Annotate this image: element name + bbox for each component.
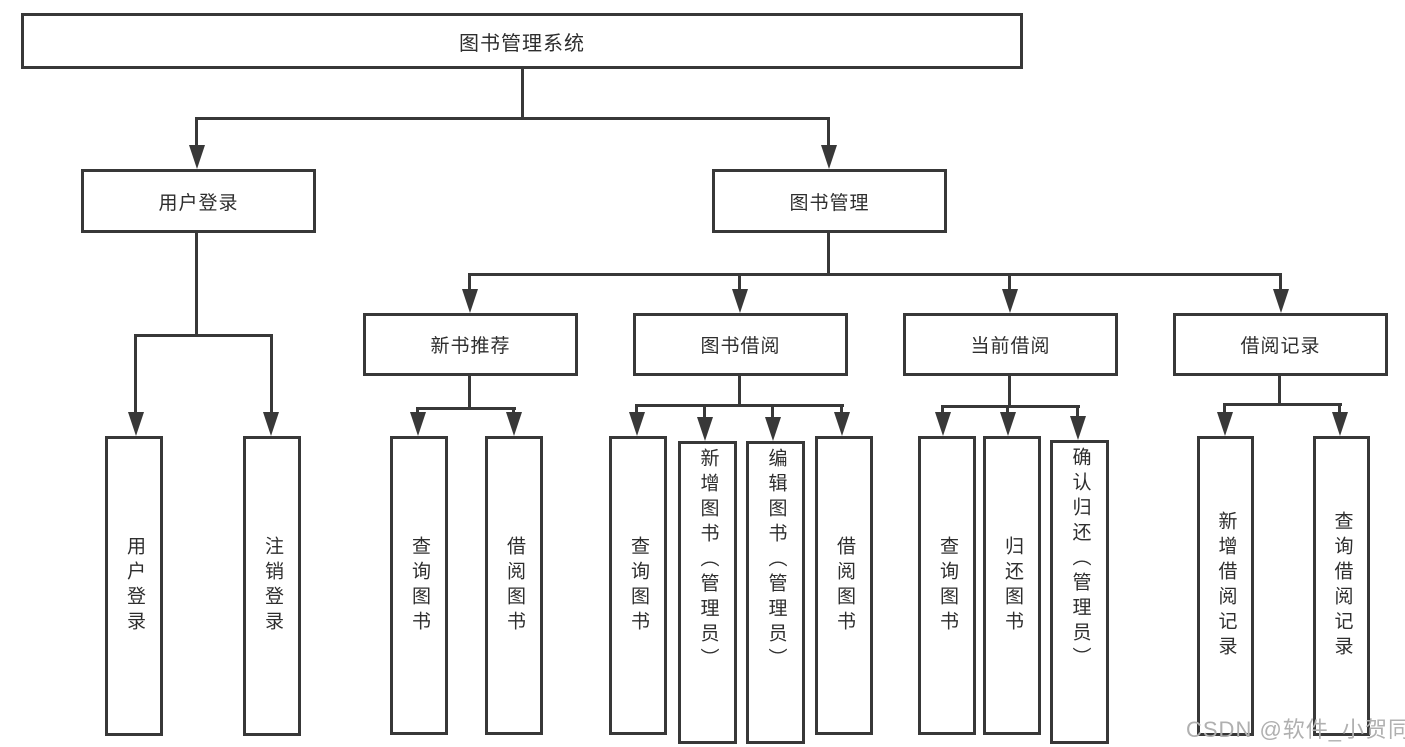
connector-line <box>1006 405 1009 414</box>
node-query-books-1: 查询图书 <box>390 436 448 735</box>
connector-line <box>270 334 273 412</box>
connector-line <box>1279 273 1282 291</box>
node-label: 确认归还（管理员） <box>1069 447 1091 672</box>
connector-line <box>941 405 944 414</box>
node-book-borrow: 图书借阅 <box>633 313 848 376</box>
connector-line <box>738 273 741 291</box>
connector-line <box>195 117 198 147</box>
connector-line <box>134 334 273 337</box>
node-label: 借阅记录 <box>1240 336 1321 357</box>
connector-line <box>1008 376 1011 408</box>
arrowhead-icon <box>629 412 645 436</box>
node-label: 新书推荐 <box>430 336 511 357</box>
node-label: 查询图书 <box>408 535 430 636</box>
connector-line <box>468 273 471 291</box>
connector-line <box>1076 405 1079 418</box>
connector-line <box>134 334 137 412</box>
node-label: 新增借阅记录 <box>1215 511 1237 661</box>
arrowhead-icon <box>263 412 279 436</box>
node-label: 图书管理 <box>789 192 870 214</box>
connector-line <box>1008 273 1011 291</box>
node-query-books-2: 查询图书 <box>609 436 667 735</box>
node-label: 编辑图书（管理员） <box>765 448 787 673</box>
connector-line <box>512 407 515 414</box>
node-edit-book-admin: 编辑图书（管理员） <box>746 441 805 744</box>
node-return-books: 归还图书 <box>983 436 1041 735</box>
node-library-system: 图书管理系统 <box>21 13 1023 69</box>
arrowhead-icon <box>410 412 426 436</box>
connector-line <box>827 117 830 147</box>
arrowhead-icon <box>1070 416 1086 440</box>
node-confirm-return-admin: 确认归还（管理员） <box>1050 440 1109 744</box>
connector-line <box>1224 403 1342 406</box>
connector-line <box>1338 403 1341 414</box>
node-query-borrow-record: 查询借阅记录 <box>1313 436 1370 736</box>
connector-line <box>196 117 830 120</box>
connector-line <box>738 376 741 407</box>
arrowhead-icon <box>189 145 205 169</box>
node-borrow-books-1: 借阅图书 <box>485 436 543 735</box>
node-user-login: 用户登录 <box>81 169 316 233</box>
connector-line <box>469 273 1282 276</box>
node-user-login-leaf: 用户登录 <box>105 436 163 736</box>
connector-line <box>521 69 524 119</box>
node-label: 新增图书（管理员） <box>697 448 719 673</box>
node-new-book-recommend: 新书推荐 <box>363 313 578 376</box>
arrowhead-icon <box>697 417 713 441</box>
node-label: 当前借阅 <box>970 336 1051 357</box>
node-label: 借阅图书 <box>833 535 855 636</box>
arrowhead-icon <box>1273 289 1289 313</box>
node-label: 图书管理系统 <box>459 32 585 55</box>
connector-line <box>703 404 706 419</box>
node-query-books-3: 查询图书 <box>918 436 976 735</box>
arrowhead-icon <box>935 412 951 436</box>
connector-line <box>416 407 419 414</box>
connector-line <box>1278 376 1281 406</box>
connector-line <box>840 404 843 414</box>
connector-line <box>942 405 1080 408</box>
arrowhead-icon <box>462 289 478 313</box>
node-label: 用户登录 <box>123 536 145 636</box>
node-label: 用户登录 <box>158 192 239 214</box>
arrowhead-icon <box>765 417 781 441</box>
csdn-watermark: CSDN @软件_小贺同学 <box>1186 717 1405 742</box>
node-logout-leaf: 注销登录 <box>243 436 301 736</box>
node-borrow-books-2: 借阅图书 <box>815 436 873 735</box>
node-label: 借阅图书 <box>503 535 525 636</box>
node-label: 归还图书 <box>1001 535 1023 636</box>
arrowhead-icon <box>834 412 850 436</box>
connector-line <box>636 404 844 407</box>
node-add-borrow-record: 新增借阅记录 <box>1197 436 1254 736</box>
arrowhead-icon <box>1000 412 1016 436</box>
connector-line <box>468 376 471 410</box>
node-current-borrow: 当前借阅 <box>903 313 1118 376</box>
node-label: 查询图书 <box>627 535 649 636</box>
connector-line <box>417 407 516 410</box>
arrowhead-icon <box>128 412 144 436</box>
arrowhead-icon <box>1332 412 1348 436</box>
connector-line <box>1223 403 1226 414</box>
arrowhead-icon <box>1002 289 1018 313</box>
node-borrow-records: 借阅记录 <box>1173 313 1388 376</box>
connector-line <box>771 404 774 419</box>
connector-line <box>827 233 830 276</box>
arrowhead-icon <box>1217 412 1233 436</box>
node-add-book-admin: 新增图书（管理员） <box>678 441 737 744</box>
node-label: 查询借阅记录 <box>1331 511 1353 661</box>
connector-line <box>635 404 638 414</box>
node-book-management: 图书管理 <box>712 169 947 233</box>
arrowhead-icon <box>821 145 837 169</box>
node-label: 图书借阅 <box>700 336 781 357</box>
connector-line <box>195 233 198 336</box>
arrowhead-icon <box>732 289 748 313</box>
node-label: 注销登录 <box>261 536 283 636</box>
arrowhead-icon <box>506 412 522 436</box>
node-label: 查询图书 <box>936 535 958 636</box>
